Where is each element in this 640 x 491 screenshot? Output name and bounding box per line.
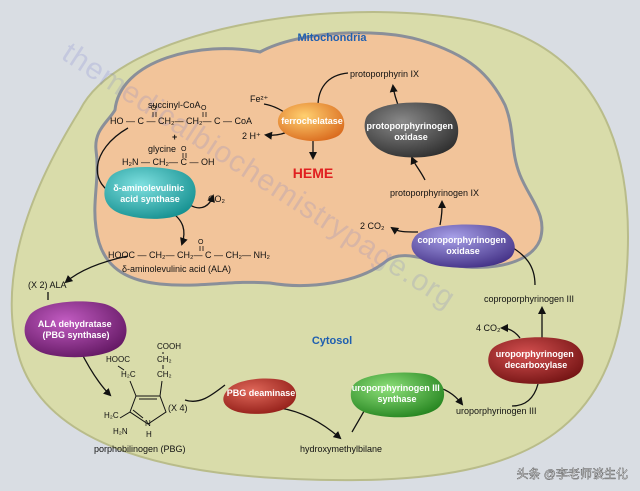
arrow-ala-to-cytosol <box>64 255 129 284</box>
enzyme-coproporphyrinogen-oxidase[interactable]: coproporphyrinogen oxidase <box>411 224 515 268</box>
pbg-ch2-mid: CH₂ <box>157 370 172 379</box>
arrow-protoix-to-ferro <box>317 72 349 107</box>
ala-dehydratase-line1: ALA dehydratase <box>38 319 112 329</box>
uro3-synthase-line2: synthase <box>377 394 416 404</box>
svg-text:uroporphyrinogen decarbo: uroporphyrinogen decarboxylase <box>496 349 577 370</box>
heme-label: HEME <box>293 165 333 181</box>
footer-credit: 头条 @李老师谈生化 <box>516 466 628 481</box>
arrow-oxidase-to-protogen <box>437 200 446 226</box>
copro-oxidase-line2: oxidase <box>446 246 480 256</box>
svg-text:protoporphyrinogen oxida: protoporphyrinogen oxidase <box>366 121 455 142</box>
ala-dehydratase-line2: (PBG synthase) <box>42 330 109 340</box>
arrow-synthase-co2 <box>189 194 215 209</box>
four-co2-label: 4 CO₂ <box>476 323 501 333</box>
svg-text:O: O <box>201 105 207 112</box>
pbg-h: H <box>146 430 152 439</box>
proto-oxidase-line1: protoporphyrinogen <box>366 121 453 131</box>
pbg-cooh: COOH <box>157 342 181 351</box>
glycine-formula: H₂N — CH₂— C — OH <box>122 157 215 167</box>
coproporphyrinogen-iii-label: coproporphyrinogen III <box>484 294 574 304</box>
ala-synthase-line1: δ-aminolevulinic <box>113 183 184 193</box>
mitochondria-title: Mitochondria <box>297 32 367 44</box>
plus-sign: + <box>172 132 177 142</box>
copro-oxidase-line1: coproporphyrinogen <box>417 235 506 245</box>
pbg-h2c-bottom: H₂C <box>104 411 119 420</box>
carbonyl-marks <box>152 112 207 251</box>
succinyl-coa-formula: HO — C — CH₂— CH₂— C — CoA <box>110 116 252 126</box>
succinyl-coa-label: succinyl-CoA <box>148 100 201 110</box>
h-plus-label: 2 H⁺ <box>242 131 261 141</box>
arrow-oxidase-2co2 <box>390 226 419 235</box>
ala-formula: HOOC — CH₂— CH₂— C — CH₂— NH₂ <box>108 250 270 260</box>
arrow-decarb-4co2 <box>500 324 521 339</box>
glycine-label: glycine <box>148 144 176 154</box>
pbg-hooc: HOOC <box>106 355 130 364</box>
svg-text:O: O <box>151 105 157 112</box>
proto-oxidase-line2: oxidase <box>394 132 428 142</box>
enzyme-protoporphyrinogen-oxidase[interactable]: protoporphyrinogen oxidase <box>364 102 459 158</box>
ala-synthase-line2: acid synthase <box>120 194 180 204</box>
arrow-deaminase-to-hmb <box>279 407 342 440</box>
enzyme-pbg-deaminase[interactable]: PBG deaminase <box>223 378 297 414</box>
svg-text:δ-aminolevulinic acid sy: δ-aminolevulinic acid synthase <box>113 183 187 204</box>
svg-text:uroporphyrinogen III syn: uroporphyrinogen III synthase <box>352 383 443 404</box>
two-co2-label: 2 CO₂ <box>360 221 385 231</box>
cytosol-title: Cytosol <box>312 335 352 347</box>
arrow-protogen-to-oxidase <box>410 156 426 181</box>
ferrochelatase-label: ferrochelatase <box>281 116 343 126</box>
co2-label: CO₂ <box>208 194 226 204</box>
enzyme-uroporphyrinogen-iii-synthase[interactable]: uroporphyrinogen III synthase <box>350 372 445 418</box>
uro-decarb-line1: uroporphyrinogen <box>496 349 574 359</box>
protoporphyrinogen-ix-label: protoporphyrinogen IX <box>390 188 479 198</box>
enzyme-ferrochelatase[interactable]: ferrochelatase <box>277 102 345 142</box>
uro3-synthase-line1: uroporphyrinogen III <box>352 383 440 393</box>
hydroxymethylbilane-label: hydroxymethylbilane <box>300 444 382 454</box>
svg-text:coproporphyrinogen oxida: coproporphyrinogen oxidase <box>417 235 508 256</box>
svg-text:O: O <box>198 239 204 246</box>
carbonyl-o-labels: O O O O <box>151 105 207 246</box>
protoporphyrin-ix-label: protoporphyrin IX <box>350 69 419 79</box>
pbg-h2n: H₂N <box>113 427 128 436</box>
pbg-label: porphobilinogen (PBG) <box>94 444 186 454</box>
uro-decarb-line2: decarboxylase <box>505 360 568 370</box>
pbg-ch2-top: CH₂ <box>157 355 172 364</box>
x4-label: (X 4) <box>168 403 188 413</box>
pbg-structure: COOH CH₂ HOOC H₂C CH₂ H₂C H₂N N H <box>104 342 181 439</box>
arrow-pbg-to-deaminase <box>184 384 226 402</box>
fe2-label: Fe²⁺ <box>250 94 269 104</box>
svg-text:O: O <box>181 146 187 153</box>
pbg-deaminase-label: PBG deaminase <box>227 388 296 398</box>
svg-text:ALA dehydratase (PBG syn: ALA dehydratase (PBG synthase) <box>38 319 114 340</box>
enzyme-ala-dehydratase[interactable]: ALA dehydratase (PBG synthase) <box>24 301 127 358</box>
arrow-uro-to-decarb <box>511 383 539 407</box>
uroporphyrinogen-iii-label: uroporphyrinogen III <box>456 406 537 416</box>
enzyme-ala-synthase[interactable]: δ-aminolevulinic acid synthase <box>104 167 196 219</box>
x2-ala-label: (X 2) ALA <box>28 280 67 290</box>
pbg-h2c: H₂C <box>121 370 136 379</box>
ala-label: δ-aminolevulinic acid (ALA) <box>122 264 231 274</box>
enzyme-uroporphyrinogen-decarboxylase[interactable]: uroporphyrinogen decarboxylase <box>488 337 584 384</box>
